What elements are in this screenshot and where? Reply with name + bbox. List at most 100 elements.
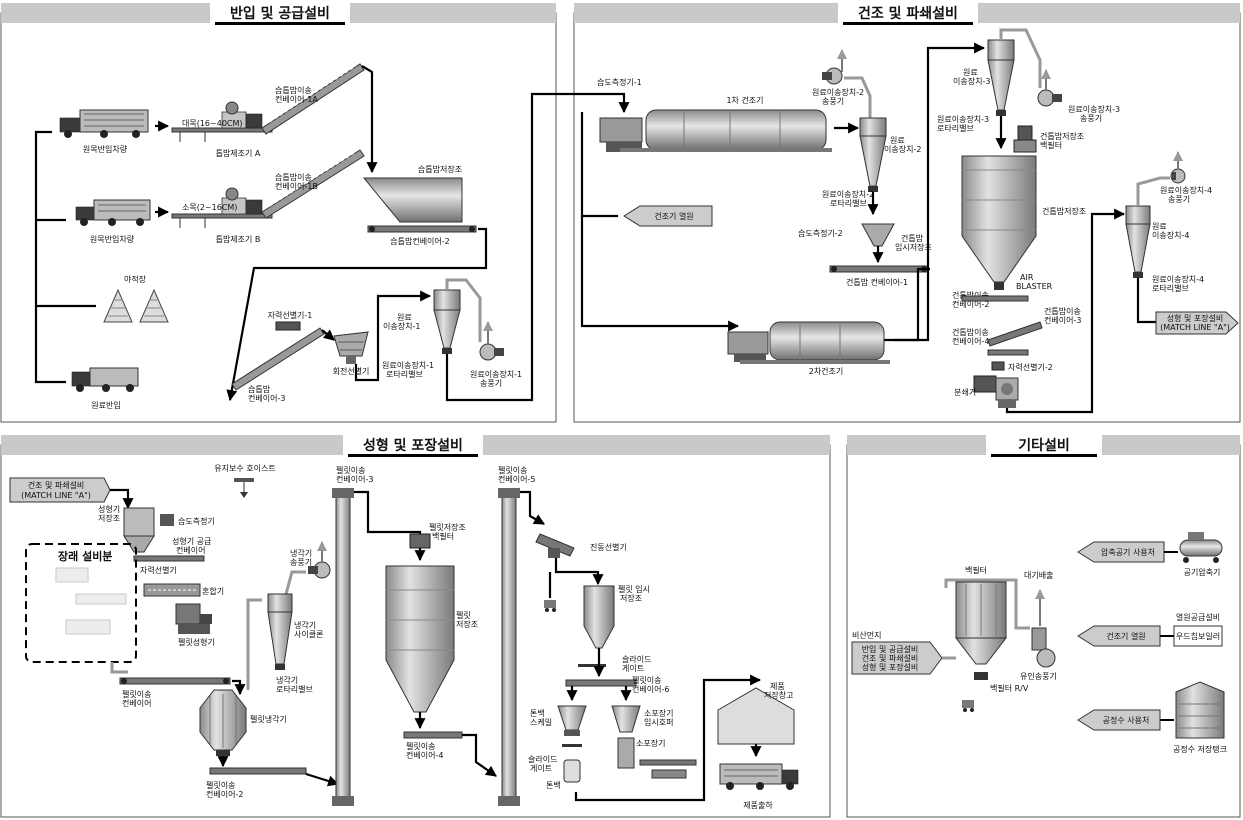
ptemp-label-2: 저장조 bbox=[620, 593, 642, 603]
truck-label-2: 원목반입차량 bbox=[90, 234, 135, 244]
fs-label-1: 성형기 bbox=[98, 505, 120, 514]
pconv4-label-1: 펠릿이송 bbox=[406, 741, 435, 751]
hoist-icon bbox=[234, 478, 254, 498]
water-tank-icon bbox=[1175, 681, 1225, 739]
rv2-label-1: 원료이송장치-2 bbox=[822, 189, 874, 199]
match-out-label-1: 성형 및 포장설비 bbox=[1167, 313, 1224, 323]
bucket-elevator-3-icon bbox=[332, 488, 354, 806]
air-duct bbox=[246, 598, 262, 690]
future-label: 장래 설비분 bbox=[58, 549, 112, 563]
air-label-1: AIR bbox=[1020, 273, 1034, 282]
o-water-use-label: 공정수 사용처 bbox=[1103, 715, 1150, 725]
chipper-a-icon bbox=[171, 101, 273, 142]
rv3-label-1: 원료이송장치-3 bbox=[937, 114, 989, 124]
flow-line bbox=[1136, 278, 1156, 324]
crusher-icon bbox=[973, 375, 1019, 408]
magsep1-label: 자력선별기-1 bbox=[268, 310, 313, 320]
feed1-label-1: 원료 bbox=[397, 313, 412, 322]
cyclone-3-icon bbox=[987, 28, 1042, 116]
chipper-b-icon bbox=[171, 187, 273, 228]
blower-fan-icon bbox=[1037, 69, 1062, 107]
dry-conveyor-2-icon bbox=[961, 295, 1029, 302]
flow-line bbox=[574, 674, 762, 802]
blower-fan-icon bbox=[822, 49, 847, 85]
pconv3-label-1: 펠릿이송 bbox=[336, 465, 365, 475]
feed3-label-2: 이송장치-3 bbox=[953, 76, 990, 86]
pconv6-label-2: 컨베이어-6 bbox=[632, 684, 669, 694]
psbf-label-1: 펠릿저장조 bbox=[429, 522, 466, 532]
match-out-label-2: (MATCH LINE "A") bbox=[1160, 323, 1230, 332]
log-big-label: 대목(16~40CM) bbox=[182, 119, 243, 128]
pconv1-label-1: 펠릿이송 bbox=[122, 689, 151, 699]
truck-icon bbox=[71, 367, 139, 392]
conveyor-1a-icon bbox=[261, 63, 365, 135]
flow-line bbox=[520, 490, 545, 525]
slide1-label-2: 게이트 bbox=[622, 663, 644, 673]
dconv4-label-1: 건톱밥이송 bbox=[952, 327, 989, 337]
pellet-temp-bin-icon bbox=[583, 585, 615, 649]
ship-label: 제품출하 bbox=[743, 800, 773, 810]
dconv2-label-1: 건톱밥이송 bbox=[952, 290, 989, 300]
moist2-label: 습도측정기-2 bbox=[798, 228, 843, 238]
vib-label: 진동선별기 bbox=[590, 542, 627, 552]
psbf-label-2: 백필터 bbox=[432, 531, 454, 541]
o-comp-label: 공기압축기 bbox=[1184, 568, 1221, 577]
ptemp-label-1: 펠릿 임시 bbox=[618, 584, 650, 594]
blower-fan-icon bbox=[1170, 151, 1186, 184]
wh-label-1: 제품 bbox=[770, 682, 785, 691]
air-label-2: BLASTER bbox=[1016, 282, 1053, 291]
flow-line bbox=[462, 733, 497, 777]
flow-line bbox=[354, 290, 432, 382]
o-tank-label: 공정수 저장탱크 bbox=[1173, 744, 1227, 754]
truck-label-1: 원목반입차량 bbox=[83, 144, 128, 154]
section-title-intake: 반입 및 공급설비 bbox=[230, 5, 330, 22]
fsc-label-1: 성형기 공급 bbox=[172, 537, 211, 546]
cfan-label-1: 냉각기 bbox=[290, 548, 312, 558]
section-title-forming: 성형 및 포장설비 bbox=[363, 437, 463, 454]
fs-label-2: 저장조 bbox=[98, 513, 120, 523]
feed2-label-1: 원료 bbox=[890, 136, 905, 145]
small-label-1: 소포장기 bbox=[644, 708, 673, 718]
air-duct bbox=[284, 570, 306, 595]
o-src3-label: 성형 및 포장설비 bbox=[862, 662, 919, 672]
psilo-label-1: 펠릿 bbox=[456, 610, 471, 620]
packer-label: 소포장기 bbox=[636, 738, 665, 748]
bf-label-1: 건톱밥저장조 bbox=[1040, 131, 1084, 141]
tonbag-label: 톤백 bbox=[546, 780, 561, 790]
blower-fan-icon bbox=[308, 541, 331, 579]
rv4-label-1: 원료이송장치-4 bbox=[1152, 274, 1204, 284]
mixer-icon bbox=[143, 583, 201, 597]
match-line-in-arrow bbox=[9, 477, 111, 503]
rotary-sep-label: 회전선별기 bbox=[333, 366, 370, 376]
pellet-conveyor-6-icon bbox=[565, 679, 637, 687]
flow-line bbox=[1005, 208, 1126, 414]
rv1-label-1: 원료이송장치-1 bbox=[382, 360, 434, 370]
fan4-label-1: 원료이송장치-4 bbox=[1160, 185, 1212, 195]
flow-line bbox=[110, 488, 134, 510]
fan2-label-1: 원료이송장치-2 bbox=[812, 87, 864, 97]
truck-icon bbox=[59, 109, 149, 138]
feed2-label-2: 이송장치-2 bbox=[884, 144, 921, 154]
flow-line bbox=[226, 227, 488, 402]
crv-label-2: 로타리밸브 bbox=[276, 684, 313, 694]
fan3-label-2: 송풍기 bbox=[1080, 114, 1102, 123]
flow-line bbox=[894, 42, 986, 342]
air-compressor-icon bbox=[1179, 532, 1223, 563]
o-exhaust-label: 대기배출 bbox=[1024, 570, 1053, 580]
ton-label-1: 톤백 bbox=[530, 708, 545, 718]
bf-label-2: 백필터 bbox=[1040, 140, 1062, 150]
dryer1-label: 1차 건조기 bbox=[726, 95, 763, 105]
pellet-conveyor-4-icon bbox=[403, 731, 463, 739]
dry-conveyor-4-icon bbox=[987, 349, 1029, 356]
psilo-label-2: 저장조 bbox=[456, 619, 478, 629]
log-small-label: 소목(2~16CM) bbox=[182, 203, 237, 212]
dconv3-label-1: 건톱밥이송 bbox=[1044, 306, 1081, 316]
conveyor-1a-label-1: 습톱밥이송 bbox=[275, 85, 312, 95]
ccyc-label-1: 냉각기 bbox=[294, 620, 316, 630]
section-title-drying: 건조 및 파쇄설비 bbox=[858, 5, 958, 22]
small-label-2: 임시호퍼 bbox=[644, 718, 673, 727]
blower-fan-icon bbox=[1031, 589, 1056, 668]
o-src1-label: 반입 및 공급설비 bbox=[862, 644, 919, 654]
dry-silo-label: 건톱밥저장조 bbox=[1042, 206, 1086, 216]
